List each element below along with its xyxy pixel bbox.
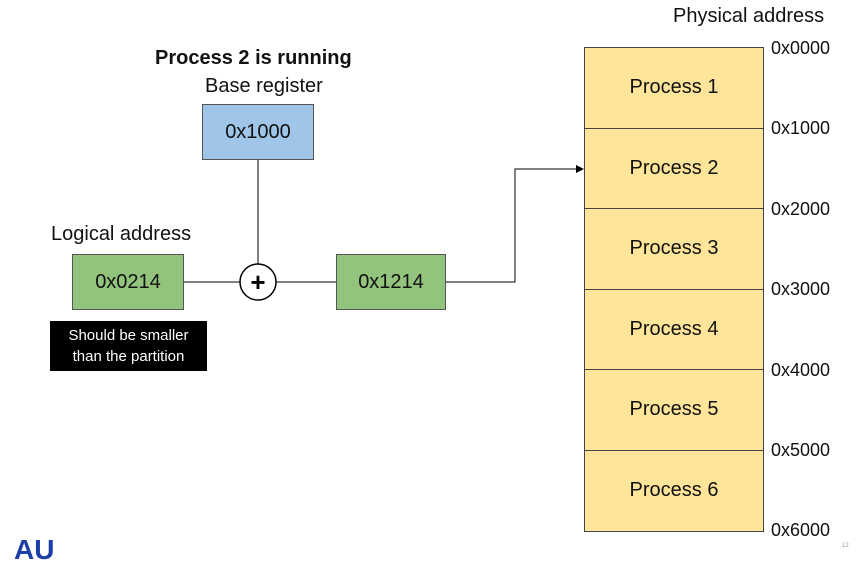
physical-address-label: Physical address — [673, 5, 825, 27]
partition-process-6: Process 6 — [629, 479, 719, 502]
note-line-2: than the partition — [72, 348, 185, 365]
running-process-title: Process 2 is running — [155, 47, 352, 69]
partition-process-3: Process 3 — [585, 209, 763, 290]
address-tick-6: 0x6000 — [771, 520, 831, 540]
base-register-label: Base register — [205, 75, 323, 97]
result-to-memory-arrow — [446, 165, 584, 283]
partition-size-note: Should be smaller than the partition — [50, 321, 207, 371]
address-tick-5: 0x5000 — [771, 440, 831, 460]
logical-address-label: Logical address — [51, 223, 192, 245]
base-register-value: 0x1000 — [225, 120, 291, 143]
physical-result-value: 0x1214 — [358, 270, 424, 293]
note-line-1: Should be smaller — [68, 327, 189, 344]
adder-circle — [239, 263, 277, 301]
partition-process-5: Process 5 — [585, 370, 763, 451]
page-number: 12 — [842, 543, 849, 549]
address-tick-4: 0x4000 — [771, 360, 831, 380]
adder-plus-symbol: + — [250, 267, 265, 297]
logical-address-value: 0x0214 — [95, 270, 161, 293]
partition-process-1: Process 1 — [585, 48, 763, 129]
physical-result-box: 0x1214 — [336, 254, 446, 310]
connector-lines: + — [184, 160, 584, 301]
university-logo: AU — [14, 534, 55, 565]
base-register-box: 0x1000 — [202, 104, 314, 160]
physical-memory-block: Process 1 Process 2 Process 3 Process 4 … — [584, 47, 764, 532]
partition-process-4: Process 4 — [585, 290, 763, 370]
logical-address-box: 0x0214 — [72, 254, 184, 310]
partition-process-2: Process 2 — [585, 129, 763, 209]
address-tick-3: 0x3000 — [771, 279, 831, 299]
address-tick-2: 0x2000 — [771, 199, 831, 219]
address-tick-0: 0x0000 — [771, 38, 831, 58]
address-tick-1: 0x1000 — [771, 118, 831, 138]
